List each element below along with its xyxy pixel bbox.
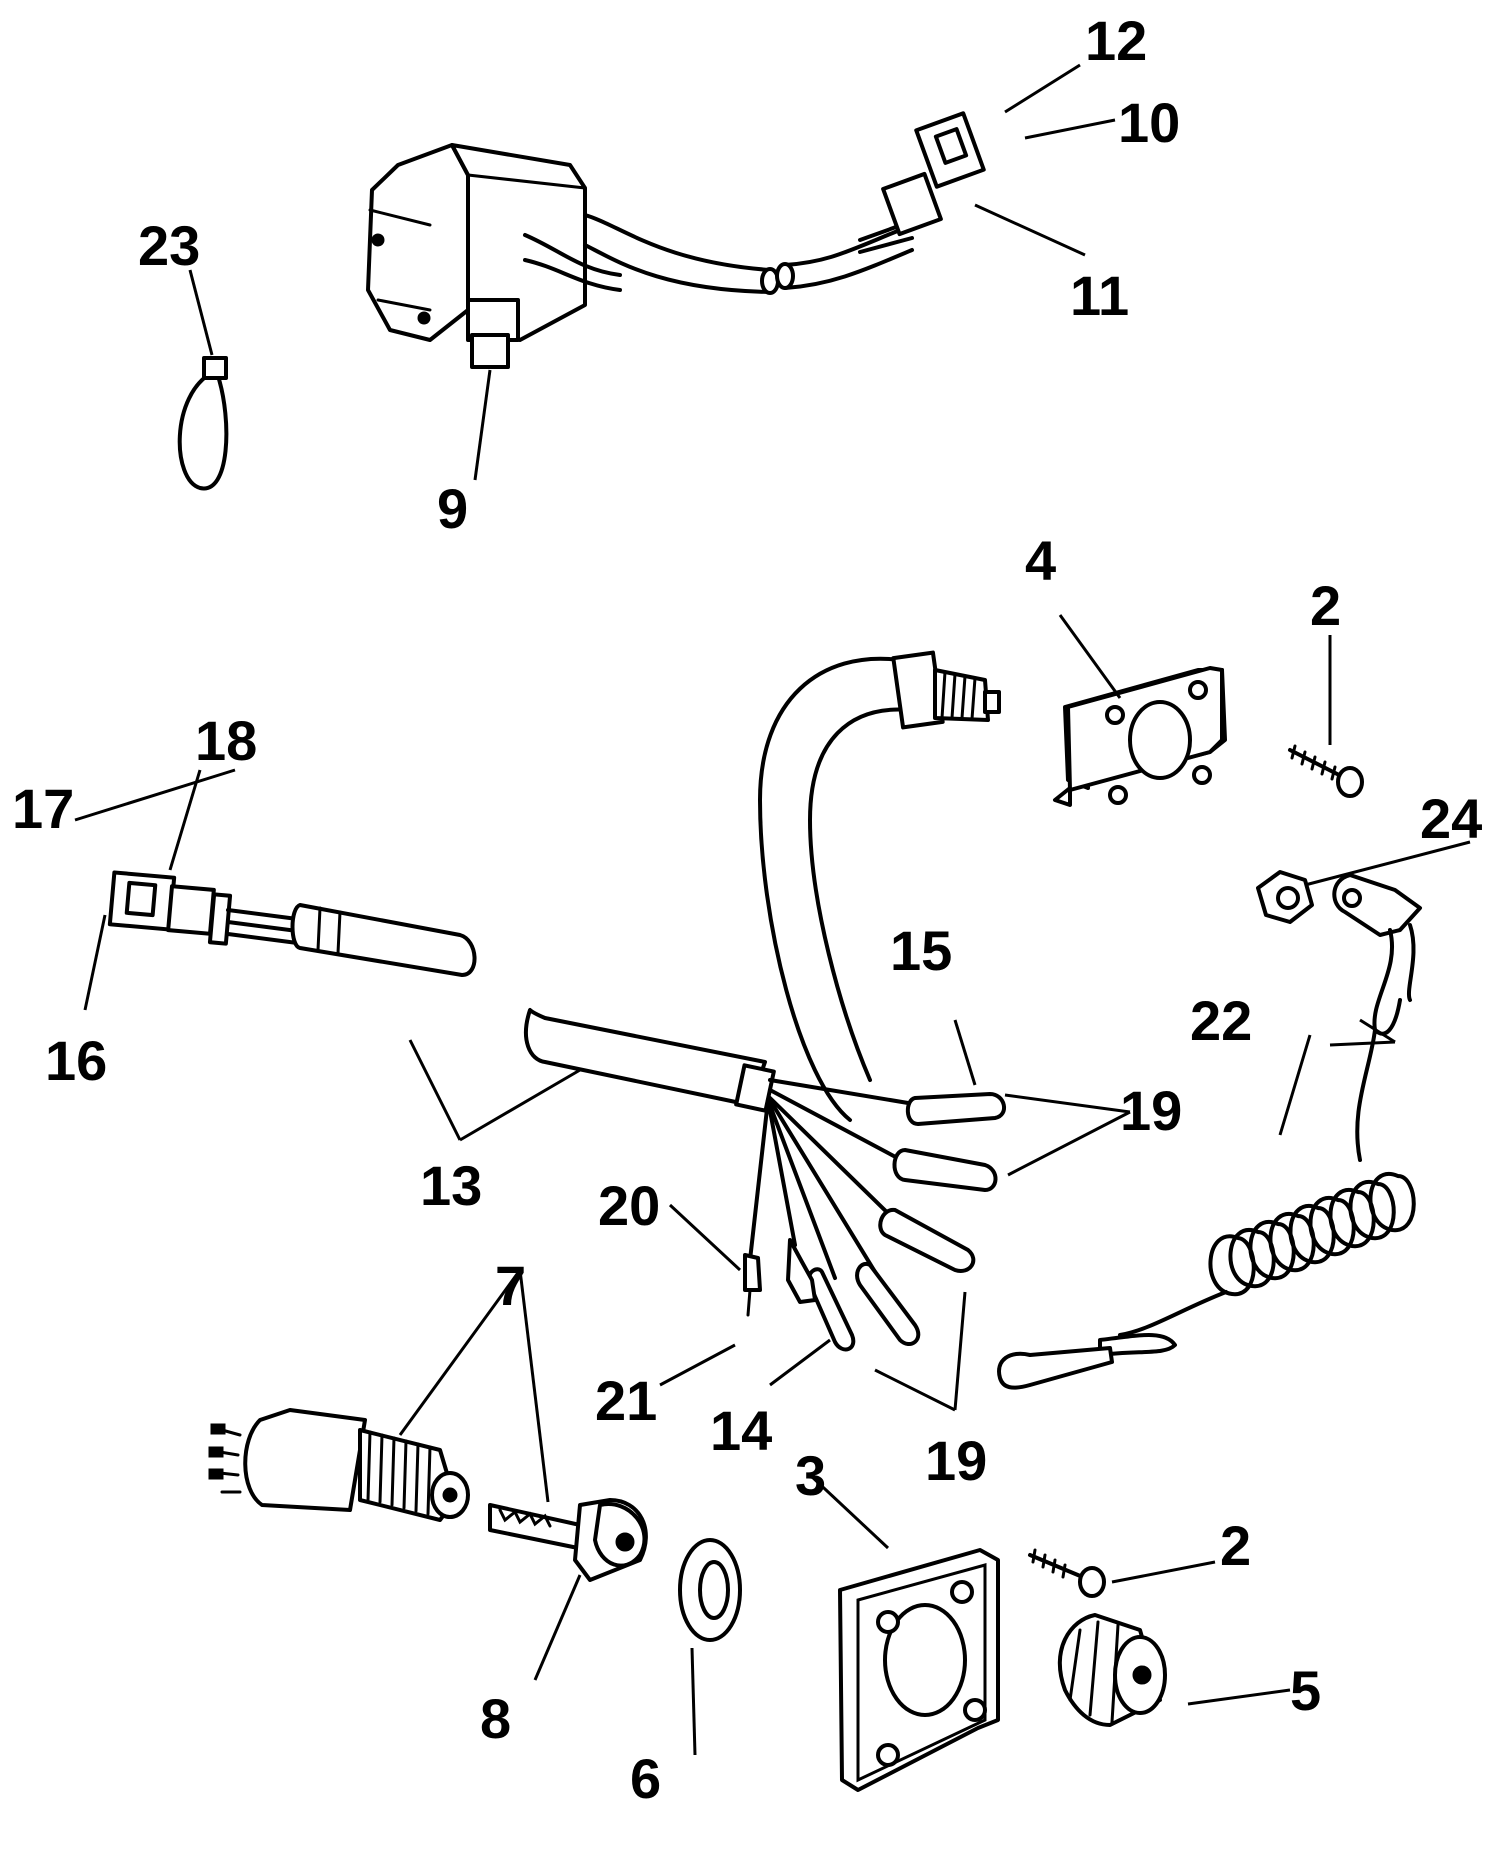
callout-2-lower: 2 — [1220, 1514, 1251, 1577]
callout-9: 9 — [437, 477, 468, 540]
callout-17: 17 — [12, 777, 74, 840]
ignition-switch-icon — [208, 1408, 470, 1522]
callout-11: 11 — [1070, 264, 1129, 327]
callout-15: 15 — [890, 919, 952, 982]
callout-13: 13 — [420, 1154, 482, 1217]
lower-mounting-plate-icon — [838, 1548, 1000, 1792]
callout-10: 10 — [1118, 91, 1180, 154]
callout-20: 20 — [598, 1174, 660, 1237]
stop-switch-icon — [757, 650, 1001, 1122]
cap-nut-icon — [1057, 1613, 1167, 1727]
upper-screw-icon — [1288, 744, 1364, 798]
callout-18: 18 — [195, 709, 257, 772]
callout-19-lower: 19 — [925, 1429, 987, 1492]
callout-3: 3 — [795, 1444, 826, 1507]
callout-6: 6 — [630, 1747, 661, 1810]
coiled-lanyard-icon — [997, 873, 1422, 1390]
callout-labels: 12 10 11 23 9 4 2 24 18 17 16 13 15 19 2… — [12, 9, 1482, 1810]
callout-16: 16 — [45, 1029, 107, 1092]
washer-icon — [678, 1538, 742, 1642]
callout-21: 21 — [595, 1369, 657, 1432]
callout-2-upper: 2 — [1310, 574, 1341, 637]
leader-lines — [74, 63, 1471, 1756]
callout-7: 7 — [495, 1254, 526, 1317]
callout-23: 23 — [138, 214, 200, 277]
callout-8: 8 — [480, 1687, 511, 1750]
callout-4: 4 — [1025, 529, 1056, 592]
terminal-icon — [743, 1092, 1006, 1352]
key-icon — [488, 1498, 648, 1582]
lower-screw-icon — [1028, 1548, 1106, 1598]
callout-22: 22 — [1190, 989, 1252, 1052]
wiring-harness-icon — [107, 870, 1006, 1352]
nut-icon — [1256, 870, 1314, 924]
upper-mounting-plate-icon — [1053, 666, 1227, 807]
callout-24: 24 — [1420, 787, 1482, 850]
callout-12: 12 — [1085, 9, 1147, 72]
callout-19-upper: 19 — [1120, 1079, 1182, 1142]
callout-14: 14 — [710, 1399, 772, 1462]
electrical-module-icon — [366, 143, 587, 369]
wire-clip-icon — [177, 356, 229, 491]
module-cable — [523, 111, 986, 295]
callout-5: 5 — [1290, 1659, 1321, 1722]
